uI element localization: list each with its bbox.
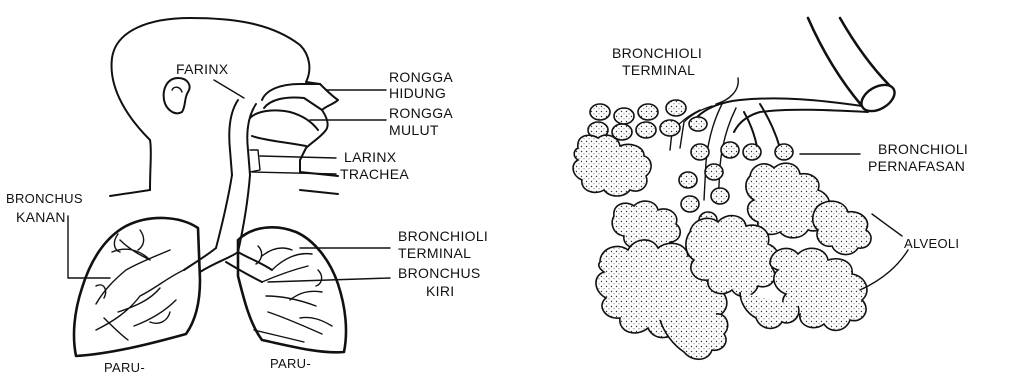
label-bronchioli-pernafasan-line2: PERNAFASAN [868, 158, 965, 174]
label-bronchus-kiri-line1: BRONCHUS [398, 265, 481, 281]
label-bronchioli-terminal-right-line1: BRONCHIOLI [612, 45, 702, 61]
label-rongga-mulut-line1: RONGGA [389, 105, 453, 121]
lung-left [238, 227, 346, 352]
label-bronchus-kanan-line2: KANAN [16, 209, 66, 225]
label-larinx: LARINX [344, 149, 397, 165]
label-trachea: TRACHEA [340, 166, 409, 182]
label-paru-right: PARU- [270, 356, 311, 371]
label-bronchus-kiri-line2: KIRI [426, 283, 454, 299]
label-rongga-hidung-line1: RONGGA [389, 69, 453, 85]
label-bronchioli-terminal-line1: BRONCHIOLI [398, 228, 488, 244]
label-paru-left: PARU- [104, 360, 145, 375]
label-rongga-mulut-line2: MULUT [389, 122, 439, 138]
labels-left: FARINX RONGGA HIDUNG RONGGA MULUT LARINX… [6, 61, 488, 375]
label-bronchioli-terminal-line2: TERMINAL [398, 245, 471, 261]
label-farinx: FARINX [176, 61, 229, 77]
label-bronchioli-pernafasan-line1: BRONCHIOLI [878, 141, 968, 157]
label-rongga-hidung-line2: HIDUNG [389, 85, 446, 101]
label-bronchioli-terminal-right-line2: TERMINAL [622, 62, 695, 78]
airway [184, 84, 322, 282]
label-alveoli: ALVEOLI [904, 236, 959, 251]
head-outline [110, 18, 338, 196]
lung-right [74, 218, 200, 356]
label-bronchus-kanan-line1: BRONCHUS [6, 191, 83, 206]
